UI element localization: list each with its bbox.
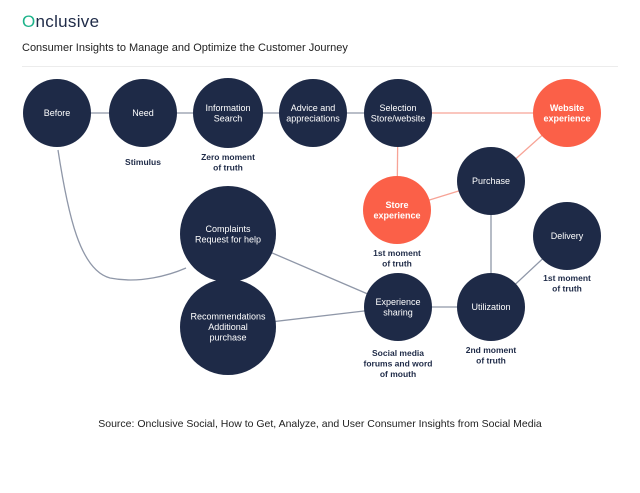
caption-line-delivery: of truth	[552, 284, 582, 294]
onclusive-logo: Onclusive	[22, 12, 99, 32]
node-delivery: Delivery	[533, 202, 601, 270]
node-label-selection: Store/website	[371, 113, 426, 123]
node-label-selection: Selection	[379, 103, 416, 113]
caption-line-exp_sharing: Social media	[372, 348, 424, 358]
node-label-recommend: purchase	[209, 333, 246, 343]
node-circle-recommend	[180, 279, 276, 375]
node-label-delivery: Delivery	[551, 231, 584, 241]
caption-line-store: 1st moment	[373, 248, 421, 258]
node-label-utilization: Utilization	[471, 302, 510, 312]
node-label-website: Website	[550, 103, 584, 113]
node-label-advice: Advice and	[291, 103, 336, 113]
node-label-info: Information	[205, 103, 250, 113]
caption-line-exp_sharing: forums and word	[364, 359, 433, 369]
source-note: Source: Onclusive Social, How to Get, An…	[98, 418, 542, 430]
node-purchase: Purchase	[457, 147, 525, 215]
node-label-exp_sharing: sharing	[383, 307, 413, 317]
node-before: Before	[23, 79, 91, 147]
node-label-exp_sharing: Experience	[375, 297, 420, 307]
node-label-before: Before	[44, 108, 71, 118]
caption-line-utilization: 2nd moment	[466, 345, 517, 355]
node-label-website: experience	[543, 113, 590, 123]
caption-line-info: Zero moment	[201, 152, 255, 162]
node-circle-store	[363, 176, 431, 244]
node-label-complaints: Complaints	[205, 224, 251, 234]
node-circle-website	[533, 79, 601, 147]
node-label-purchase: Purchase	[472, 176, 510, 186]
node-circle-before	[23, 79, 91, 147]
caption-line-store: of truth	[382, 259, 412, 269]
node-need: Need	[109, 79, 177, 147]
node-label-recommend: Recommendations	[190, 312, 266, 322]
caption-line-info: of truth	[213, 163, 243, 173]
node-circle-need	[109, 79, 177, 147]
page-title: Consumer Insights to Manage and Optimize…	[22, 42, 348, 54]
node-circle-complaints	[180, 186, 276, 282]
caption-line-need: Stimulus	[125, 157, 161, 167]
node-circle-info	[193, 78, 263, 148]
node-circle-selection	[364, 79, 432, 147]
node-utilization: Utilization	[457, 273, 525, 341]
logo-first-letter: O	[22, 12, 36, 31]
node-circle-utilization	[457, 273, 525, 341]
title-divider	[22, 66, 618, 67]
caption-line-utilization: of truth	[476, 356, 506, 366]
caption-line-delivery: 1st moment	[543, 273, 591, 283]
node-circle-exp_sharing	[364, 273, 432, 341]
node-label-need: Need	[132, 108, 154, 118]
node-label-advice: appreciations	[286, 113, 340, 123]
node-label-info: Search	[214, 113, 243, 123]
node-circle-advice	[279, 79, 347, 147]
node-label-recommend: Additional	[208, 322, 248, 332]
node-circle-delivery	[533, 202, 601, 270]
node-circle-purchase	[457, 147, 525, 215]
edge-before-to-complaints	[57, 149, 187, 281]
node-label-store: Store	[385, 200, 408, 210]
caption-line-exp_sharing: of mouth	[380, 369, 416, 379]
node-label-complaints: Request for help	[195, 234, 261, 244]
logo-wordmark: nclusive	[35, 12, 100, 31]
caption-need: Stimulus	[125, 157, 161, 167]
node-label-store: experience	[373, 210, 420, 220]
